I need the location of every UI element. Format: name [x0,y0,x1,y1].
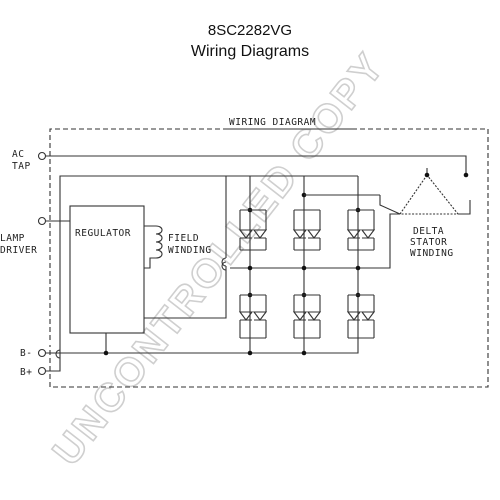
ac-tap-label: AC [12,149,24,160]
b-minus-bus [46,338,359,354]
enclosure-border-left [49,128,228,340]
b-plus-label: B+ [20,367,32,378]
ac-tap-wire [46,155,467,175]
stator-label-3: WINDING [410,248,454,259]
b-minus-terminal [37,348,47,358]
part-number-title: 8SC2282VG [207,22,293,39]
enclosure-border [49,128,489,388]
watermark-text: UNCONTROLLED COPY [44,44,393,474]
regulator-output-wire [144,266,227,319]
page-subtitle: Wiring Diagrams [190,43,310,60]
diagram-heading: WIRING DIAGRAM [229,117,316,128]
junction-dot [301,350,307,356]
lamp-driver-label: LAMP [0,233,25,244]
b-plus-terminal [37,366,47,376]
rectifier-bridge [221,176,378,339]
junction-dot [103,350,109,356]
junction-dot [247,350,253,356]
field-winding-label-2: WINDING [168,245,212,256]
delta-stator-winding [304,168,471,269]
b-plus-bus [46,175,226,372]
regulator-box [69,205,145,334]
lamp-driver-terminal [37,216,47,226]
wire-crossover [221,257,227,267]
ac-tap-label-2: TAP [12,161,31,172]
ac-tap-terminal [37,151,47,161]
field-winding-label: FIELD [168,233,199,244]
field-winding-coil [144,225,163,269]
b-minus-label: B- [20,348,32,359]
regulator-label: REGULATOR [75,228,131,239]
wire-crossover [55,349,61,359]
stator-label: DELTA [413,226,444,237]
lamp-driver-label-2: DRIVER [0,245,37,256]
stator-label-2: STATOR [410,237,447,248]
